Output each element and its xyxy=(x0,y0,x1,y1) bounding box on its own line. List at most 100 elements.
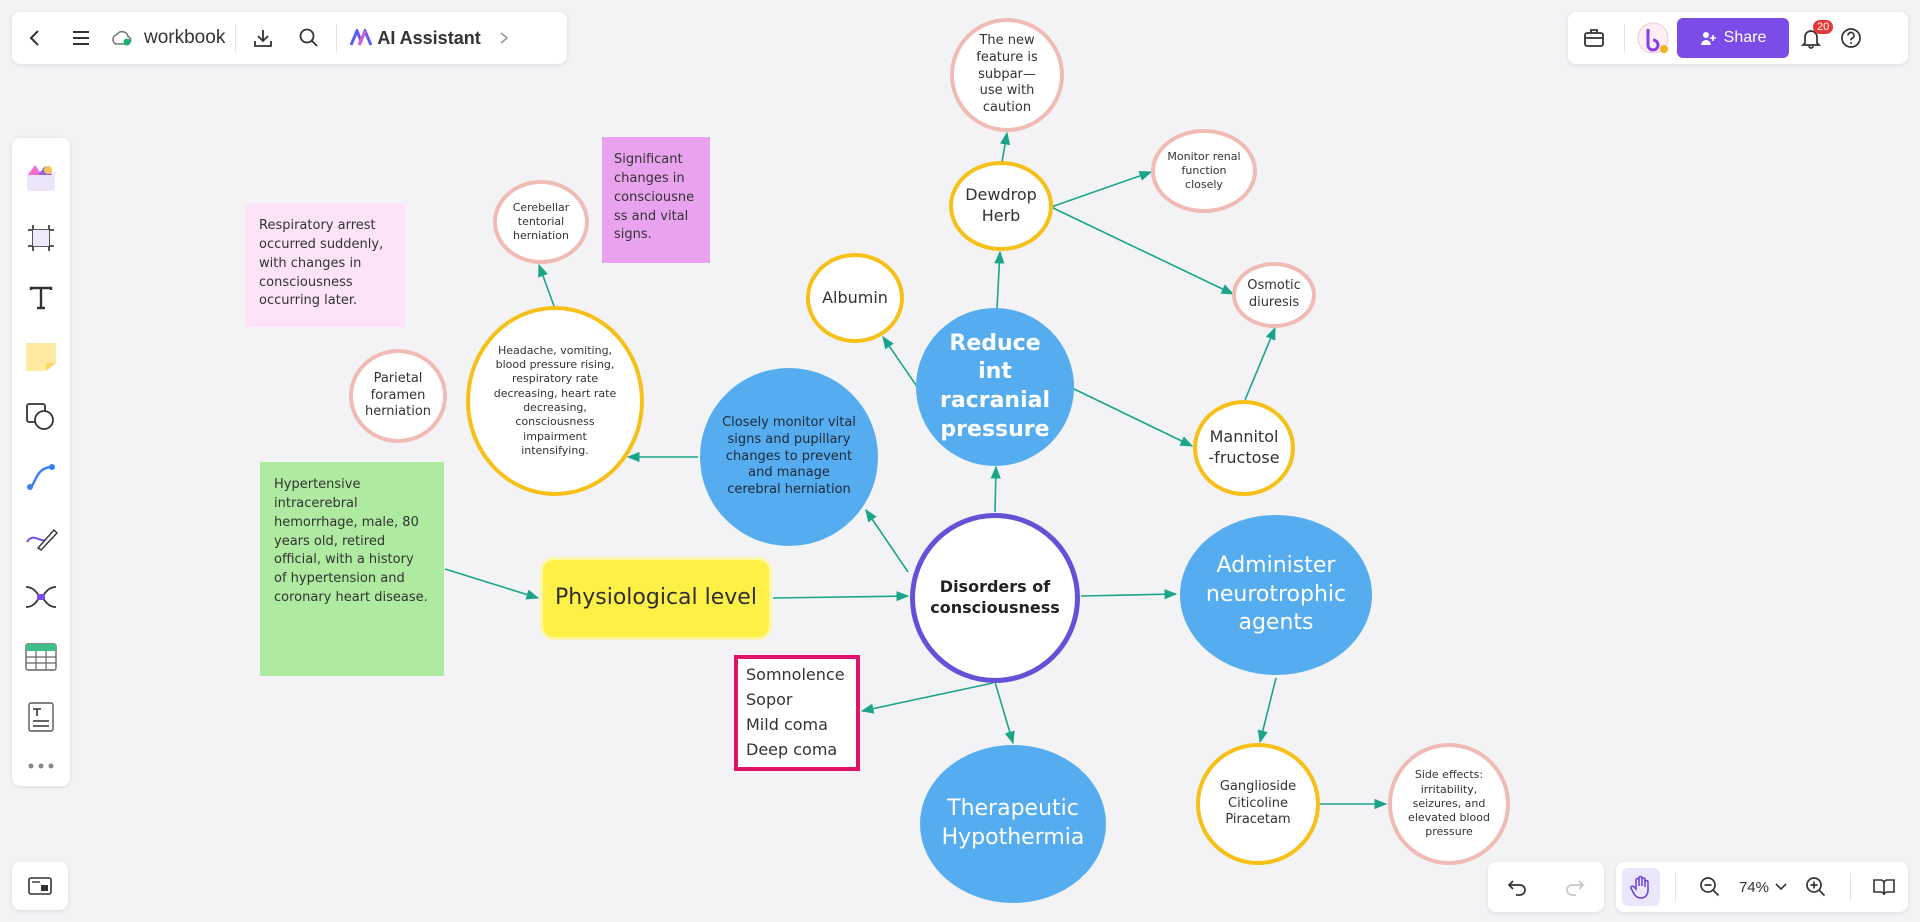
level-somnolence: Somnolence xyxy=(746,665,845,685)
node-physiological-level[interactable]: Physiological level xyxy=(540,557,772,640)
mindmap-icon xyxy=(25,585,57,608)
edge-symptoms-to-cerebellar xyxy=(538,263,555,307)
frame-tool[interactable] xyxy=(12,208,70,268)
undo-button[interactable] xyxy=(1495,861,1539,913)
sticky-note-icon xyxy=(26,343,56,372)
node-consciousness-levels[interactable]: Somnolence Sopor Mild coma Deep coma xyxy=(734,655,860,771)
sticky-note-respiratory[interactable]: Respiratory arrest occurred suddenly, wi… xyxy=(245,203,405,327)
zoom-level-select[interactable]: 74% xyxy=(1739,879,1787,896)
zoom-level-value: 74% xyxy=(1738,878,1769,896)
mindmap-tool[interactable] xyxy=(12,567,70,627)
outline-view-button[interactable] xyxy=(1866,861,1902,913)
pen-tool[interactable] xyxy=(12,507,70,567)
node-ganglioside[interactable]: Ganglioside Citicoline Piracetam xyxy=(1196,743,1320,865)
templates-button[interactable] xyxy=(12,148,70,208)
notifications-button[interactable]: 20 xyxy=(1789,12,1834,64)
node-reduce-icp[interactable]: Reduce int racranial pressure xyxy=(916,308,1074,466)
connector-icon xyxy=(27,464,55,491)
node-monitor-renal[interactable]: Monitor renal function closely xyxy=(1151,129,1257,213)
text-tool[interactable] xyxy=(12,268,70,328)
edge-center-to-reduce xyxy=(990,465,1001,513)
hamburger-menu-icon xyxy=(73,31,89,45)
sticky-note-case[interactable]: Hypertensive intracerebral hemorrhage, m… xyxy=(260,462,444,676)
sticky-note-tool[interactable] xyxy=(12,328,70,388)
document-title-text: workbook xyxy=(144,27,226,48)
node-parietal-herniation[interactable]: Parietal foramen herniation xyxy=(349,349,447,443)
history-controls xyxy=(1488,862,1604,912)
undo-icon xyxy=(1507,880,1526,896)
node-cerebellar-herniation[interactable]: Cerebellar tentorial herniation xyxy=(493,180,589,264)
expand-toolbar-button[interactable] xyxy=(489,12,519,64)
edge-center-to-neurotrophic xyxy=(1080,589,1178,600)
cloud-saved-icon xyxy=(112,30,132,46)
book-icon xyxy=(1873,879,1896,896)
node-side-effects[interactable]: Side effects: irritability, seizures, an… xyxy=(1388,743,1510,865)
table-tool[interactable] xyxy=(12,627,70,687)
document-tool[interactable] xyxy=(12,687,70,747)
node-mannitol-fructose[interactable]: Mannitol -fructose xyxy=(1193,400,1295,496)
menu-button[interactable] xyxy=(58,12,104,64)
node-osmotic-diuresis[interactable]: Osmotic diuresis xyxy=(1232,262,1316,328)
edge-dewdrop-to-newfeature xyxy=(999,131,1011,163)
zoom-out-button[interactable] xyxy=(1692,861,1728,913)
shape-tool[interactable] xyxy=(12,387,70,447)
templates-icon xyxy=(27,164,55,191)
toolbar-divider xyxy=(1675,873,1677,901)
toolbox-button[interactable] xyxy=(1568,12,1620,64)
zoom-in-button[interactable] xyxy=(1798,861,1834,913)
user-avatar[interactable] xyxy=(1629,12,1677,64)
more-tools-button[interactable] xyxy=(12,746,70,786)
toolbar-divider xyxy=(1624,24,1625,52)
zoom-in-icon xyxy=(1806,877,1826,897)
toolbar-divider xyxy=(336,24,338,52)
node-dewdrop-herb[interactable]: Dewdrop Herb xyxy=(949,161,1053,251)
node-neurotrophic-agents[interactable]: Administer neurotrophic agents xyxy=(1180,515,1372,675)
node-monitor[interactable]: Closely monitor vital signs and pupillar… xyxy=(700,368,878,546)
edge-center-to-levels xyxy=(860,682,994,714)
zoom-out-icon xyxy=(1699,877,1719,897)
minimap-button[interactable] xyxy=(12,862,68,910)
text-icon xyxy=(29,286,53,309)
redo-icon xyxy=(1566,880,1585,896)
edge-mannitol-to-osmotic xyxy=(1244,326,1276,401)
connector-tool[interactable] xyxy=(12,447,70,507)
node-new-feature-warning[interactable]: The new feature is subpar—use with cauti… xyxy=(950,18,1064,132)
edge-center-to-monitor xyxy=(865,508,909,573)
redo-button[interactable] xyxy=(1553,861,1597,913)
ai-assistant-logo-icon xyxy=(349,29,373,46)
ai-assistant-button[interactable]: AI Assistant xyxy=(341,28,488,49)
share-button[interactable]: Share xyxy=(1677,18,1789,58)
level-mild-coma: Mild coma xyxy=(746,715,828,734)
hand-tool-button[interactable] xyxy=(1621,868,1660,906)
node-symptoms[interactable]: Headache, vomiting, blood pressure risin… xyxy=(466,306,644,496)
back-button[interactable] xyxy=(12,12,58,64)
sticky-note-significant[interactable]: Significant changes in consciousne ss an… xyxy=(602,137,710,263)
edge-case-to-physiological xyxy=(444,568,540,600)
node-monitor-label: Closely monitor vital signs and pupillar… xyxy=(722,414,856,498)
node-albumin[interactable]: Albumin xyxy=(806,253,904,343)
left-toolbar xyxy=(12,138,70,786)
help-button[interactable] xyxy=(1833,12,1869,64)
level-deep-coma: Deep coma xyxy=(746,739,838,759)
node-therapeutic-hypothermia[interactable]: Therapeutic Hypothermia xyxy=(920,745,1106,903)
document-icon xyxy=(28,701,54,732)
frame-icon xyxy=(28,224,54,251)
top-right-toolbar: Share 20 xyxy=(1568,12,1908,64)
avatar-icon xyxy=(1637,22,1669,54)
more-icon xyxy=(28,763,54,769)
search-button[interactable] xyxy=(286,12,332,64)
edge-neurotrophic-to-ganglioside xyxy=(1257,677,1277,744)
chevron-right-icon xyxy=(500,32,508,44)
edge-reduce-to-albumin xyxy=(882,335,919,389)
document-title[interactable]: workbook xyxy=(104,27,231,49)
download-button[interactable] xyxy=(240,12,286,64)
edge-reduce-to-dewdrop xyxy=(994,250,1005,309)
chevron-down-icon xyxy=(1775,883,1787,891)
table-icon xyxy=(25,642,57,671)
node-center-disorders[interactable]: Disorders of consciousness xyxy=(910,513,1080,683)
download-icon xyxy=(254,30,273,47)
zoom-controls: 74% xyxy=(1616,862,1908,912)
notification-badge: 20 xyxy=(1813,20,1834,34)
share-label: Share xyxy=(1723,29,1767,46)
